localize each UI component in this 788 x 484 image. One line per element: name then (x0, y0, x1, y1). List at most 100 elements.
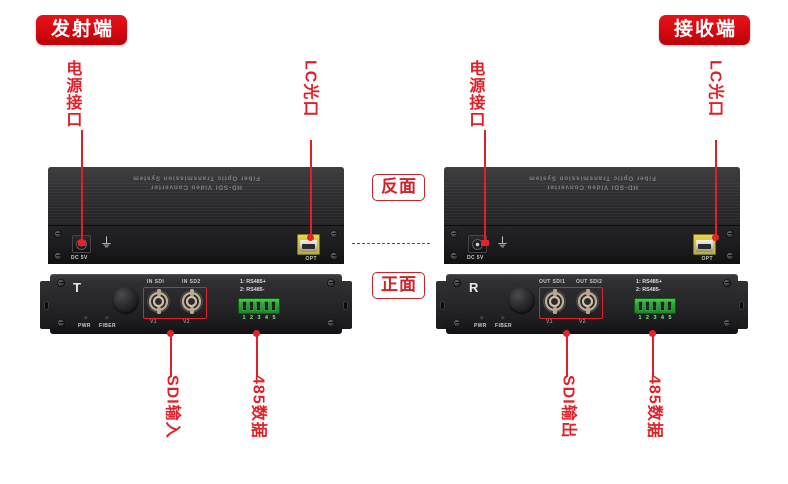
screw (54, 252, 62, 260)
rs485-pin (242, 301, 248, 311)
receiver-front-panel: R PWR FIBER OUT SDI1 OUT SDI2 V1 V2 1: R… (446, 274, 738, 334)
leader-rs485-right (652, 333, 654, 377)
dc-label: DC 5V (467, 255, 484, 261)
bnc-2-label: OUT SDI2 (576, 279, 603, 285)
bnc-v1-label: V1 (150, 319, 157, 325)
rs485-pin-numbers: 1 2 3 4 5 (634, 315, 676, 321)
sdi-input-highlight-box (143, 287, 207, 319)
led-fiber-label: FIBER (99, 323, 116, 329)
transmitter-front-panel: T PWR FIBER IN SDI IN SD2 V1 V2 1: RS485… (50, 274, 342, 334)
rs485-pin (645, 301, 651, 311)
bnc-connector-2 (576, 289, 599, 314)
brand-line-2: HD-SDI Video Converter (546, 183, 638, 191)
rack-ear-left (436, 281, 449, 329)
transmitter-letter: T (73, 280, 81, 295)
bnc-lug (189, 289, 194, 296)
bnc-connector-2 (180, 289, 203, 314)
led-pwr-label: PWR (78, 323, 91, 329)
rs485-pin2-label: 2: RS485- (240, 287, 265, 293)
bnc-v1-label: V1 (546, 319, 553, 325)
callout-rs485-left: 485数据 (249, 375, 267, 439)
receiver-rear-panel: DC 5V ⏚ OPT (444, 225, 740, 264)
sdi-output-highlight-box (539, 287, 603, 319)
leader-dot (481, 240, 489, 246)
ir-dome (112, 287, 139, 314)
rs485-pin2-label: 2: RS485- (636, 287, 661, 293)
label-back-side: 反面 (372, 174, 425, 201)
dc-label: DC 5V (71, 255, 88, 261)
screw (327, 279, 335, 287)
callout-sdi-input: SDI输入 (163, 375, 181, 439)
bnc-lug (156, 289, 161, 296)
rs485-pin1-label: 1: RS485+ (636, 279, 662, 285)
rack-ear-right (735, 281, 748, 329)
callout-power-port-right: 电源接口 (466, 60, 484, 128)
vent-lines (48, 183, 344, 225)
ground-screw-icon: ⏚ (100, 235, 114, 250)
fiber-link-dashed (352, 243, 430, 244)
bnc-connector-1 (147, 289, 170, 314)
rack-ear-right (339, 281, 352, 329)
dc-power-jack (468, 235, 487, 253)
screw (723, 319, 731, 327)
screw (57, 279, 65, 287)
leader-dot (563, 330, 570, 337)
chassis-top-face: Fiber Optic Transmission System HD-SDI V… (444, 167, 740, 225)
callout-power-port-left: 电源接口 (63, 60, 81, 128)
screw (330, 230, 338, 238)
leader-lc-left (310, 140, 312, 240)
rs485-num: 4 (265, 315, 268, 321)
opt-label: OPT (305, 256, 317, 262)
led-pwr (84, 316, 88, 320)
ir-dome (508, 287, 535, 314)
rs485-num: 1 (638, 315, 642, 321)
ground-screw-icon: ⏚ (496, 235, 510, 250)
chassis-top-face: Fiber Optic Transmission System HD-SDI V… (48, 167, 344, 225)
led-pwr-label: PWR (474, 323, 487, 329)
leader-sdi-input (170, 333, 172, 377)
leader-dot (253, 330, 260, 337)
callout-sdi-output: SDI输出 (559, 375, 577, 439)
rs485-pin (256, 301, 262, 311)
screw (453, 279, 461, 287)
lc-optical-port (693, 234, 716, 255)
screw (726, 252, 734, 260)
leader-dot (307, 234, 314, 241)
lc-optical-port (297, 234, 320, 255)
callout-lc-port-right: LC光口 (706, 60, 724, 118)
led-fiber-label: FIBER (495, 323, 512, 329)
leader-dot (712, 234, 719, 241)
bnc-1-label: OUT SDI1 (539, 279, 566, 285)
brand-line-1: Fiber Optic Transmission System (528, 174, 656, 182)
leader-dot (167, 330, 174, 337)
screw (450, 252, 458, 260)
led-fiber (105, 316, 109, 320)
leader-dot (649, 330, 656, 337)
bnc-lug (156, 307, 161, 314)
rs485-num: 4 (661, 315, 664, 321)
rs485-num: 3 (257, 315, 261, 321)
opt-label: OPT (701, 256, 713, 262)
led-pwr (480, 316, 484, 320)
transmitter-chassis-back: Fiber Optic Transmission System HD-SDI V… (48, 167, 344, 264)
bnc-lug (552, 307, 557, 314)
rs485-num: 5 (668, 315, 672, 321)
brand-line-1: Fiber Optic Transmission System (132, 174, 260, 182)
rs485-pin-numbers: 1 2 3 4 5 (238, 315, 280, 321)
bnc-lug (189, 307, 194, 314)
lc-port-slot (696, 240, 713, 252)
bnc-lug (585, 289, 590, 296)
rack-ear-left (40, 281, 53, 329)
screw (330, 252, 338, 260)
rs485-pin (249, 301, 255, 311)
bnc-lug (552, 289, 557, 296)
receiver-chassis-back: Fiber Optic Transmission System HD-SDI V… (444, 167, 740, 264)
rs485-pin (666, 301, 672, 311)
vent-lines (444, 183, 740, 225)
screw (57, 319, 65, 327)
leader-rs485-left (256, 333, 258, 377)
screw (453, 319, 461, 327)
screw (723, 279, 731, 287)
leader-dot (78, 240, 86, 246)
